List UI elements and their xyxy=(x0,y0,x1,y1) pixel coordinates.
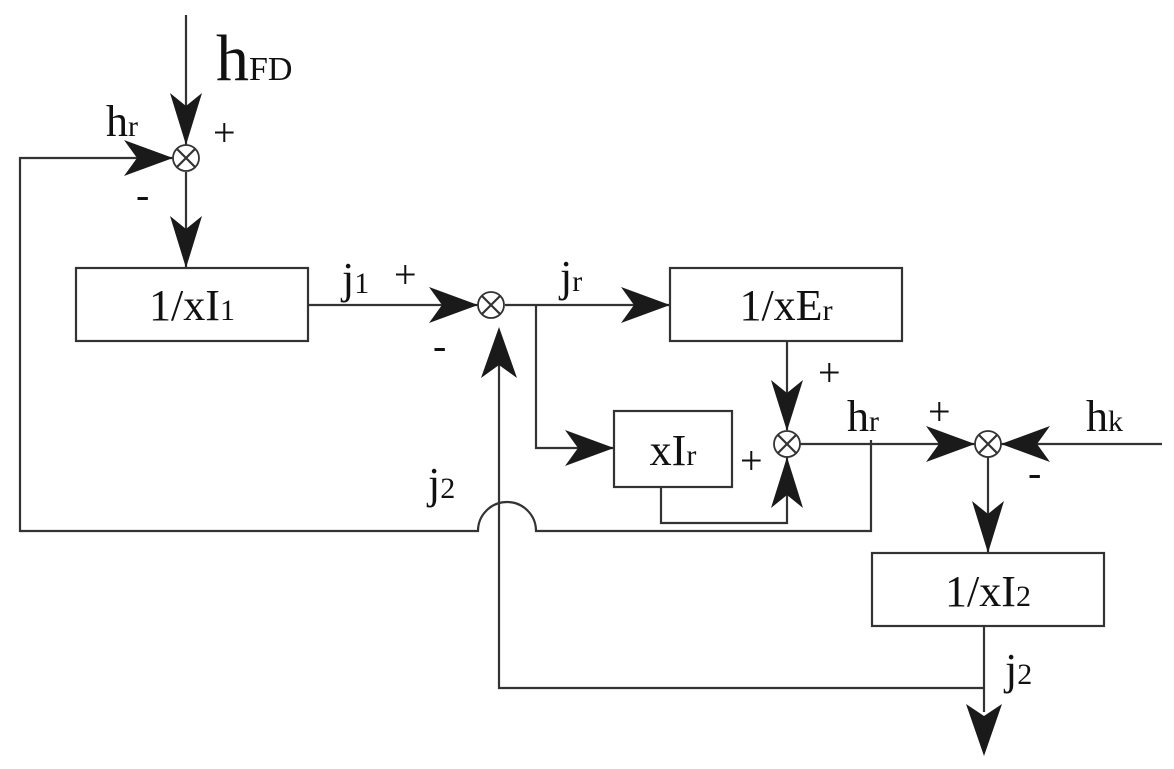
label-hr-top: hr xyxy=(106,97,138,146)
arrowheads xyxy=(124,93,1050,756)
label-hk: hk xyxy=(1086,392,1123,441)
arrow-j1-right xyxy=(429,287,478,323)
arrow-into-xi1 xyxy=(170,216,202,268)
arrow-hr-feedback-right xyxy=(124,140,173,176)
block-xir: xIr xyxy=(612,409,734,489)
block-inv-xi2: 1/xI2 xyxy=(870,551,1106,628)
block-inv-xer: 1/xEr xyxy=(668,266,904,343)
arrow-hfd-down xyxy=(170,93,202,145)
summing-junction-1 xyxy=(172,144,200,172)
jr-branch-line xyxy=(534,305,614,450)
arrow-into-xir xyxy=(565,430,614,466)
sign-sum4-minus: - xyxy=(1028,450,1041,495)
arrow-er-down xyxy=(771,380,803,431)
sign-sum4-plus: + xyxy=(928,389,951,434)
sign-sum3-plus-top: + xyxy=(818,350,841,395)
label-j1: j1 xyxy=(340,254,369,303)
arrow-hk-left xyxy=(1001,426,1050,462)
sign-sum2-plus: + xyxy=(394,252,417,297)
signal-lines xyxy=(18,15,1162,712)
sign-sum2-minus: - xyxy=(433,323,446,368)
svg-text:1/xI1: 1/xI1 xyxy=(149,281,235,330)
svg-text:xIr: xIr xyxy=(650,426,697,475)
svg-text:1/xI2: 1/xI2 xyxy=(945,567,1031,616)
j2-feedback-line xyxy=(497,340,984,690)
summing-junction-3 xyxy=(773,430,801,458)
summing-junction-2 xyxy=(477,291,505,319)
summing-junction-4 xyxy=(974,430,1002,458)
sign-sum3-plus-left: + xyxy=(740,438,763,483)
arrow-j2-up xyxy=(481,327,517,378)
label-j2-mid: j2 xyxy=(426,459,455,508)
arrow-hr-right xyxy=(926,426,975,462)
label-hr-mid: hr xyxy=(847,392,879,441)
arrow-j2-output-down xyxy=(966,704,1002,756)
label-hfd: hFD xyxy=(216,22,292,95)
label-jr: jr xyxy=(558,252,582,301)
sign-sum1-minus: - xyxy=(136,172,149,217)
arrow-ir-up xyxy=(771,457,803,508)
block-inv-xi1: 1/xI1 xyxy=(74,266,310,343)
svg-text:1/xEr: 1/xEr xyxy=(739,281,832,330)
sign-sum1-plus: + xyxy=(213,110,236,155)
hr-feedback-loop-line xyxy=(18,156,873,533)
arrow-into-xer xyxy=(621,287,670,323)
label-j2-out: j2 xyxy=(1003,645,1032,694)
arrow-into-xi2 xyxy=(972,501,1004,553)
